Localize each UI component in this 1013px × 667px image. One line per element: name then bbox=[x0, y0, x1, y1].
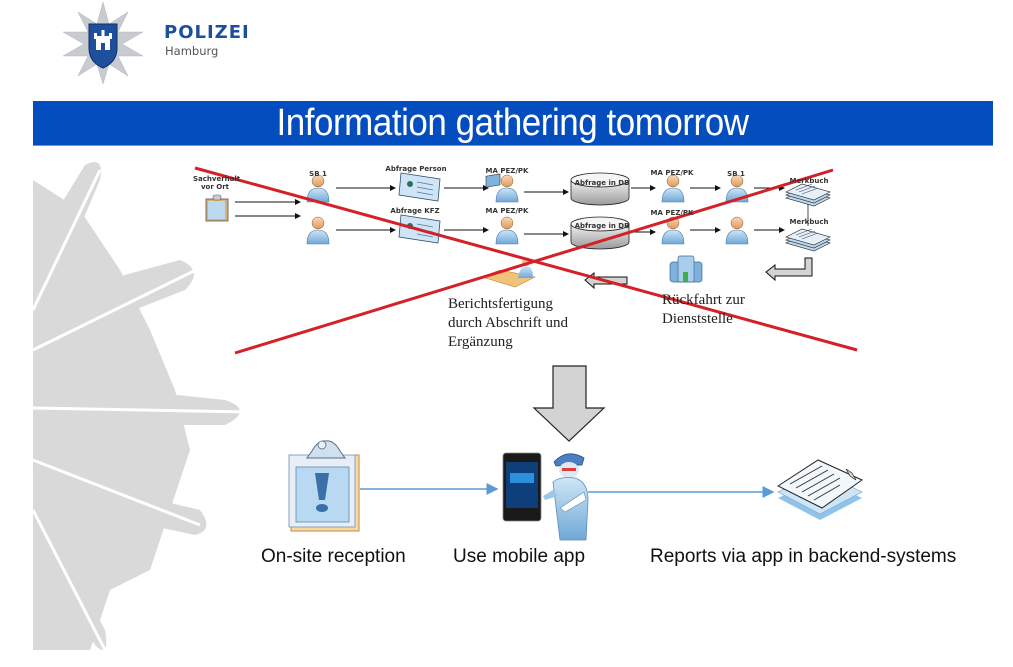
node-label-bottom-3: Abfrage in DB bbox=[574, 222, 630, 230]
cross-line-2 bbox=[234, 168, 834, 355]
node-label-bottom-4: MA PEZ/PK bbox=[650, 209, 694, 217]
node-label-bottom-2: MA PEZ/PK bbox=[485, 207, 529, 215]
return-step-label: Rückfahrt zur Dienststelle bbox=[662, 292, 745, 327]
node-label-top-3: Abfrage in DB bbox=[574, 179, 630, 187]
person-icon bbox=[306, 174, 330, 203]
step-label-reports-backend: Reports via app in backend-systems bbox=[650, 546, 957, 567]
person-icon bbox=[661, 216, 685, 245]
node-label-top-0: SB 1 bbox=[309, 170, 327, 178]
slide-title-bar: Information gathering tomorrow bbox=[33, 101, 993, 146]
elbow-arrow bbox=[765, 257, 813, 282]
notebook-stack-icon bbox=[785, 228, 831, 252]
node-label-top-4: MA PEZ/PK bbox=[650, 169, 694, 177]
person-icon bbox=[306, 216, 330, 245]
node-label-bottom-1: Abfrage KFZ bbox=[390, 207, 440, 215]
background-star-watermark bbox=[31, 162, 251, 651]
database-icon bbox=[570, 172, 630, 206]
node-label-top-6: Merkbuch bbox=[789, 177, 829, 185]
step-label-use-mobile-app: Use mobile app bbox=[453, 546, 586, 567]
database-icon bbox=[570, 216, 630, 250]
step-label-on-site-reception: On-site reception bbox=[261, 546, 406, 567]
transition-down-arrow bbox=[532, 365, 606, 442]
brand-city: Hamburg bbox=[165, 44, 219, 58]
node-label-top-5: SB 1 bbox=[727, 170, 745, 178]
slide-title: Information gathering tomorrow bbox=[277, 102, 749, 144]
person-icon bbox=[725, 216, 749, 245]
clipboard-icon bbox=[205, 194, 229, 222]
brand-name: POLIZEI bbox=[164, 22, 250, 43]
police-station-icon bbox=[669, 255, 703, 283]
node-label-bottom-6: Merkbuch bbox=[789, 218, 829, 226]
start-label: Sachverhalt vor Ort bbox=[193, 175, 241, 191]
clipboard-alert-icon bbox=[288, 440, 360, 532]
person-icon bbox=[495, 174, 519, 203]
query-card-icon bbox=[398, 172, 441, 202]
cross-line-1 bbox=[194, 166, 858, 352]
document-stack-icon bbox=[776, 459, 864, 520]
notebook-stack-icon bbox=[785, 183, 831, 207]
officer-with-phone-icon bbox=[502, 452, 589, 541]
node-label-top-2: MA PEZ/PK bbox=[485, 167, 529, 175]
node-label-top-1: Abfrage Person bbox=[385, 165, 447, 173]
person-icon bbox=[495, 216, 519, 245]
report-step-label: Berichtsfertigung durch Abschrift und Er… bbox=[448, 296, 568, 350]
person-icon bbox=[661, 174, 685, 203]
police-star-badge-icon bbox=[62, 2, 144, 84]
